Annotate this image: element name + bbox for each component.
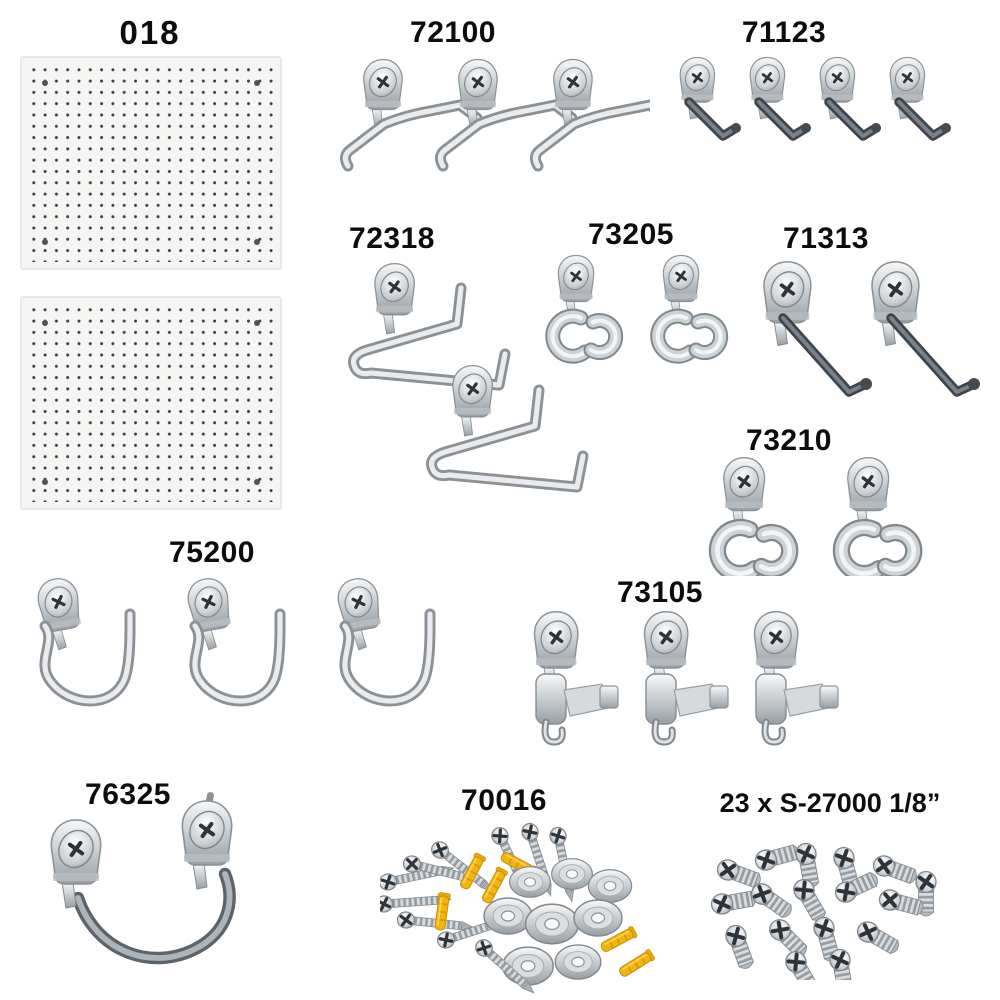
hook-item: [890, 57, 951, 136]
angled-hooks-image: [673, 54, 957, 166]
clip-item: [658, 255, 721, 356]
product-group-72318: 72318: [292, 222, 637, 514]
hook-item: [35, 576, 130, 701]
hook-item: [872, 262, 980, 392]
spring-clips-large-image: [695, 454, 945, 576]
product-group-72100: 72100: [335, 16, 650, 186]
utility-hooks-image: [15, 576, 467, 746]
product-group-018: 018: [0, 14, 300, 514]
product-label-71123: 71123: [741, 16, 827, 49]
loop-hook-image: [12, 792, 236, 965]
hook-item: [345, 60, 477, 166]
clip-item: [754, 612, 838, 742]
hook-item: [750, 57, 811, 136]
hook-item: [440, 60, 572, 166]
product-group-s27000: 23 x S-27000 1/8”: [695, 788, 967, 988]
hook-item: [820, 57, 881, 136]
product-group-73205: 73205: [531, 218, 743, 370]
tool-clips-image: [512, 610, 846, 750]
clip-item: [717, 458, 789, 574]
hook-item: [432, 366, 583, 487]
pegboard-panel: [20, 56, 282, 270]
product-group-71313: 71313: [726, 222, 958, 434]
hook-item: [335, 576, 430, 701]
product-label-73210: 73210: [746, 424, 832, 457]
product-label-72318: 72318: [349, 222, 435, 255]
screw-pile: [710, 841, 937, 980]
product-group-75200: 75200: [12, 536, 470, 748]
hook-item: [185, 576, 280, 701]
hardware-kit-image: [380, 820, 657, 994]
product-group-73210: 73210: [689, 424, 947, 576]
product-group-76325: 76325: [12, 778, 312, 993]
hook-item: [354, 264, 505, 385]
product-label-018: 018: [119, 14, 181, 51]
pegboard-panel: [20, 296, 282, 510]
clip-item: [534, 612, 618, 742]
product-label-71313: 71313: [783, 222, 869, 255]
hook-item: [535, 60, 650, 166]
screws-pile-image: [700, 828, 962, 980]
curved-hooks-image: [340, 56, 650, 184]
product-label-70016: 70016: [461, 784, 547, 817]
product-label-72100: 72100: [410, 16, 496, 49]
product-group-70016: 70016: [378, 784, 678, 996]
product-label-s27000: 23 x S-27000 1/8”: [719, 788, 941, 818]
hook-item: [51, 792, 236, 965]
product-label-75200: 75200: [169, 536, 255, 569]
product-label-73105: 73105: [617, 576, 703, 609]
product-label-76325: 76325: [85, 778, 171, 811]
clip-item: [553, 255, 616, 356]
hook-item: [680, 57, 741, 136]
long-hooks-image: [755, 258, 983, 430]
hook-item: [764, 262, 872, 392]
clip-item: [644, 612, 728, 742]
product-label-73205: 73205: [588, 218, 674, 251]
spring-clips-image: [533, 252, 741, 370]
product-group-73105: 73105: [510, 576, 848, 748]
pegboard-panels-image: [20, 56, 282, 510]
product-group-71123: 71123: [665, 16, 957, 166]
clip-item: [841, 458, 913, 574]
